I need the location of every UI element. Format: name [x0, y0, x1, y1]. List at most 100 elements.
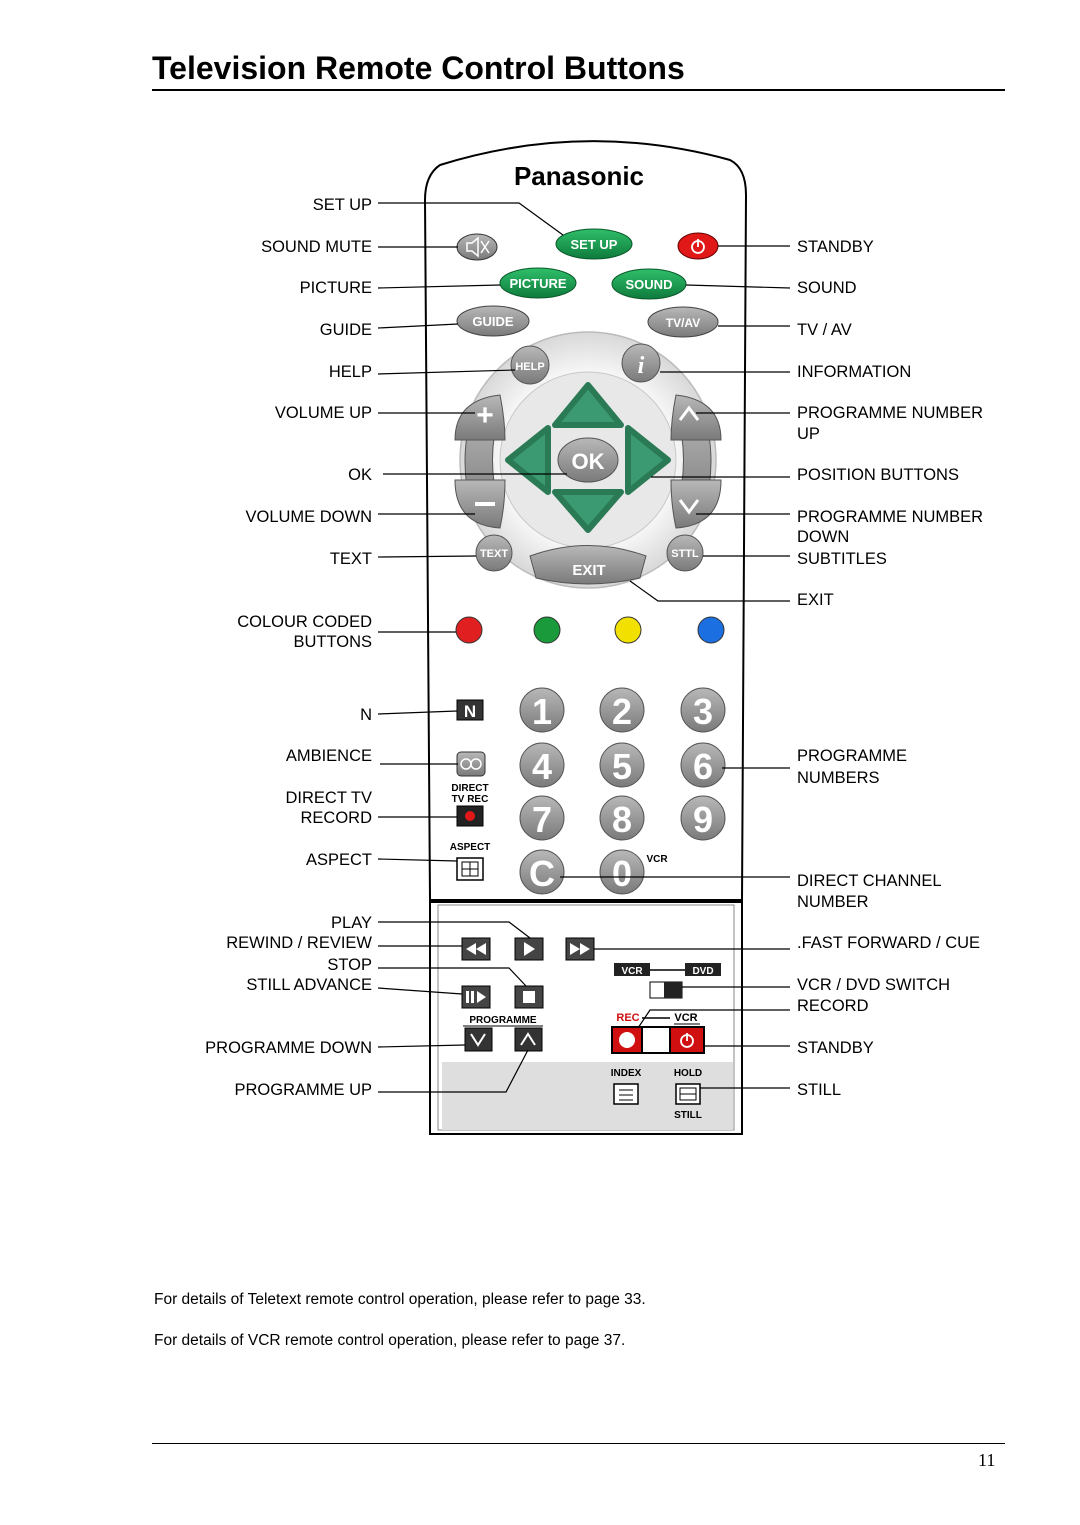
exit-button[interactable]: EXIT [529, 545, 647, 585]
programme-number-down-button[interactable] [670, 479, 722, 529]
subtitles-button[interactable]: STTL [666, 534, 704, 572]
leader-lines-right [560, 245, 791, 1089]
stop-button[interactable] [514, 985, 544, 1009]
still-advance-icon [466, 991, 469, 1003]
digit-2-label: 2 [612, 691, 632, 732]
label-ambience: AMBIENCE [285, 747, 372, 765]
sound-button[interactable]: SOUND [611, 268, 687, 300]
volume-down-button[interactable] [454, 479, 506, 529]
label-stop: STOP [327, 956, 372, 974]
digit-0-button[interactable]: 0 [599, 849, 645, 895]
label-sound-mute: SOUND MUTE [261, 238, 372, 256]
chevron-down-icon [470, 1033, 486, 1047]
vcr-small-label: VCR [646, 854, 668, 865]
aspect-button[interactable] [456, 857, 484, 881]
digit-c-label: C [529, 853, 555, 894]
tvav-button[interactable]: TV/AV [647, 306, 719, 338]
yellow-button[interactable] [614, 616, 642, 644]
hold-still-button[interactable] [675, 1083, 701, 1105]
red-button[interactable] [455, 616, 483, 644]
fast-forward-button[interactable] [565, 937, 595, 961]
information-button[interactable]: i [621, 343, 661, 383]
label-picture: PICTURE [299, 279, 372, 297]
green-button[interactable] [533, 616, 561, 644]
label-fast-forward: .FAST FORWARD / CUE [797, 934, 981, 952]
exit-button-label: EXIT [572, 562, 605, 579]
digit-c-button[interactable]: C [519, 849, 565, 895]
programme-down-button[interactable] [464, 1027, 493, 1052]
mute-icon [466, 236, 479, 258]
picture-button[interactable]: PICTURE [499, 267, 577, 299]
label-setup: SET UP [312, 196, 372, 214]
help-button[interactable]: HELP [510, 345, 550, 385]
programme-up-button[interactable] [514, 1027, 543, 1052]
index-button[interactable] [613, 1083, 639, 1105]
label-colour-coded: COLOUR CODED [237, 613, 372, 631]
label-record: RECORD [797, 997, 869, 1015]
ok-button[interactable]: OK [557, 437, 619, 483]
text-button-label: TEXT [480, 548, 508, 560]
page-title: Television Remote Control Buttons [152, 50, 685, 86]
programme-number-up-button[interactable] [670, 394, 722, 441]
position-down-button[interactable] [552, 489, 624, 533]
standby-button[interactable] [677, 232, 719, 260]
chevron-up-icon [520, 1032, 536, 1046]
n-button-label: N [464, 702, 476, 721]
direct-tv-record-button[interactable] [456, 805, 484, 827]
label-direct-channel-2: NUMBER [797, 893, 869, 911]
rewind-button[interactable] [461, 937, 491, 961]
n-button[interactable]: N [456, 699, 484, 721]
still-label: STILL [674, 1110, 702, 1121]
label-exit: EXIT [797, 591, 834, 609]
position-right-button[interactable] [625, 425, 671, 495]
volume-up-button[interactable]: + [454, 394, 506, 441]
plus-icon: + [476, 399, 494, 432]
digit-2-button[interactable]: 2 [599, 687, 645, 733]
hold-label: HOLD [674, 1068, 702, 1079]
sound-mute-button[interactable] [456, 233, 498, 261]
label-programme-down: PROGRAMME DOWN [205, 1039, 372, 1057]
help-button-label: HELP [515, 361, 544, 373]
setup-button[interactable]: SET UP [555, 228, 633, 260]
vcr-switch-label: VCR [621, 966, 643, 977]
digit-4-label: 4 [532, 746, 552, 787]
rewind-icon [466, 943, 486, 955]
page-number: 11 [978, 1450, 996, 1470]
digit-1-label: 1 [532, 691, 552, 732]
vcr-standby-button[interactable] [669, 1026, 705, 1054]
guide-button[interactable]: GUIDE [456, 305, 530, 337]
play-button[interactable] [514, 937, 544, 961]
text-button[interactable]: TEXT [475, 534, 513, 572]
colour-buttons [455, 616, 725, 644]
aspect-label: ASPECT [450, 842, 491, 853]
vcr-record-button[interactable] [611, 1026, 643, 1054]
subtitles-button-label: STTL [671, 548, 699, 560]
leader-lines-left [377, 202, 567, 1093]
note-teletext: For details of Teletext remote control o… [154, 1291, 646, 1308]
minus-icon [475, 502, 495, 506]
digit-4-button[interactable]: 4 [519, 742, 565, 788]
digit-7-button[interactable]: 7 [519, 795, 565, 841]
digit-0-label: 0 [612, 853, 632, 894]
digit-7-label: 7 [532, 799, 552, 840]
sound-button-label: SOUND [626, 277, 673, 292]
digit-6-button[interactable]: 6 [680, 742, 726, 788]
digit-9-button[interactable]: 9 [680, 795, 726, 841]
stop-icon [523, 991, 535, 1003]
digit-5-button[interactable]: 5 [599, 742, 645, 788]
digit-8-button[interactable]: 8 [599, 795, 645, 841]
label-tvav: TV / AV [797, 321, 852, 339]
brand-logo: Panasonic [514, 161, 644, 191]
digit-1-button[interactable]: 1 [519, 687, 565, 733]
guide-button-label: GUIDE [472, 314, 514, 329]
ambience-button[interactable] [456, 751, 486, 777]
title-rule [152, 89, 1005, 91]
position-up-button[interactable] [552, 382, 624, 428]
still-advance-button[interactable] [461, 985, 491, 1009]
label-sound: SOUND [797, 279, 857, 297]
position-left-button[interactable] [505, 425, 551, 495]
blue-button[interactable] [697, 616, 725, 644]
digit-3-button[interactable]: 3 [680, 687, 726, 733]
vcr-dvd-switch[interactable]: VCR DVD [614, 963, 721, 999]
label-aspect: ASPECT [305, 851, 372, 869]
